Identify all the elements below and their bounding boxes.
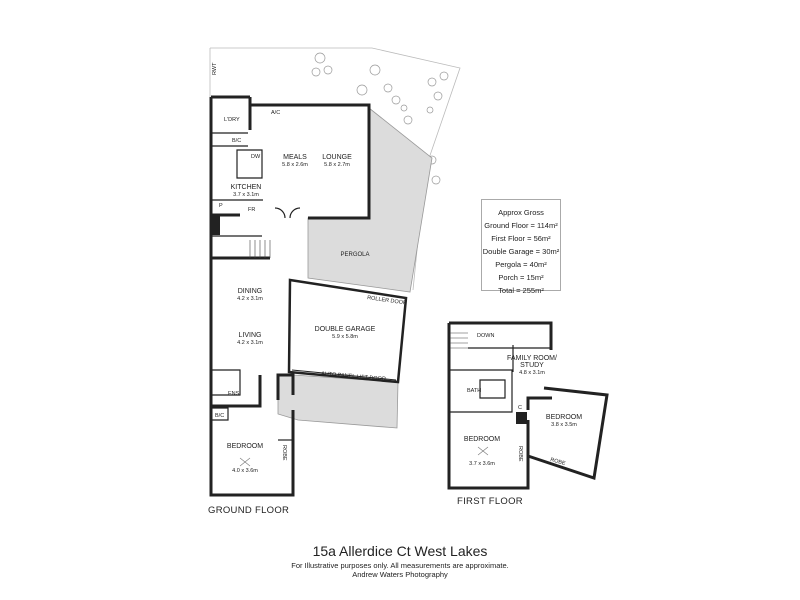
bedroom-ground-dim: 4.0 x 3.6m [232, 468, 258, 474]
robe-ground-label: ROBE [281, 445, 287, 461]
area-total: Total = 255m² [498, 286, 544, 295]
ground-floor-label: GROUND FLOOR [208, 505, 290, 516]
bc-label: B/C [232, 138, 241, 144]
area-summary: Approx Gross Ground Floor = 114m² First … [481, 199, 561, 295]
fr-label: FR [248, 207, 255, 213]
first-floor-internal [449, 345, 551, 413]
auto-door-label: AUTO PANEL LIFT DOOR [321, 371, 386, 383]
first-stairs [450, 332, 468, 349]
chimney-block [212, 215, 220, 235]
dw-label: DW [251, 154, 261, 160]
bedroom2-dim: 3.8 x 3.5m [551, 422, 577, 428]
robe-first2-label: ROBE [549, 457, 566, 467]
robe-first1-label: ROBE [517, 446, 523, 462]
dining-label: DINING [238, 288, 263, 295]
lounge-dim: 5.8 x 2.7m [324, 162, 350, 168]
photographer-credit: Andrew Waters Photography [352, 570, 448, 579]
ground-floor-internal [212, 132, 301, 441]
pergola-label: PERGOLA [340, 252, 369, 258]
trees [311, 52, 449, 185]
kitchen-dim: 3.7 x 3.1m [233, 192, 259, 198]
upper-chimney [516, 412, 527, 424]
disclaimer: For Illustrative purposes only. All meas… [291, 561, 509, 570]
dining-dim: 4.2 x 3.1m [237, 296, 263, 302]
living-dim: 4.2 x 3.1m [237, 340, 263, 346]
first-floor-walls [447, 321, 609, 490]
ground-stairs [249, 240, 271, 258]
rwt-label: RWT [212, 62, 218, 75]
garage-dim: 5.9 x 5.8m [332, 334, 358, 340]
lounge-label: LOUNGE [322, 154, 352, 161]
living-label: LIVING [239, 332, 262, 339]
address-title: 15a Allerdice Ct West Lakes [312, 543, 488, 559]
ldry-label: L'DRY [224, 117, 240, 123]
bedroom3-dim: 3.7 x 3.6m [469, 461, 495, 467]
area-title: Approx Gross [498, 208, 544, 217]
area-porch: Porch = 15m² [498, 273, 544, 282]
down-label: DOWN [477, 333, 494, 339]
area-pergola: Pergola = 40m² [495, 260, 547, 269]
p-label: P [219, 203, 223, 209]
ground-floor-walls [209, 95, 371, 497]
family-dim: 4.8 x 3.1m [519, 370, 545, 376]
roller-door-label: ROLLER DOOR [367, 295, 408, 307]
first-floor-label: FIRST FLOOR [457, 496, 523, 507]
kitchen-label: KITCHEN [231, 184, 262, 191]
family-label: FAMILY ROOM/ [507, 355, 557, 362]
area-garage: Double Garage = 30m² [482, 247, 560, 256]
bath-label: BATH [467, 388, 481, 394]
bedroom2-label: BEDROOM [546, 414, 582, 421]
bedroom3-label: BEDROOM [464, 436, 500, 443]
ens-label: ENS [228, 391, 240, 397]
meals-label: MEALS [283, 154, 307, 161]
bc2-label: B/C [215, 413, 224, 419]
bed-markers [239, 446, 489, 467]
meals-dim: 5.8 x 2.6m [282, 162, 308, 168]
bedroom-ground-label: BEDROOM [227, 443, 263, 450]
area-first: First Floor = 56m² [491, 234, 551, 243]
ac-label: A/C [271, 110, 280, 116]
garage-label: DOUBLE GARAGE [315, 326, 376, 333]
area-ground: Ground Floor = 114m² [484, 221, 558, 230]
c-label: C [518, 405, 522, 411]
study-label: STUDY [520, 362, 544, 369]
garage [287, 278, 408, 384]
